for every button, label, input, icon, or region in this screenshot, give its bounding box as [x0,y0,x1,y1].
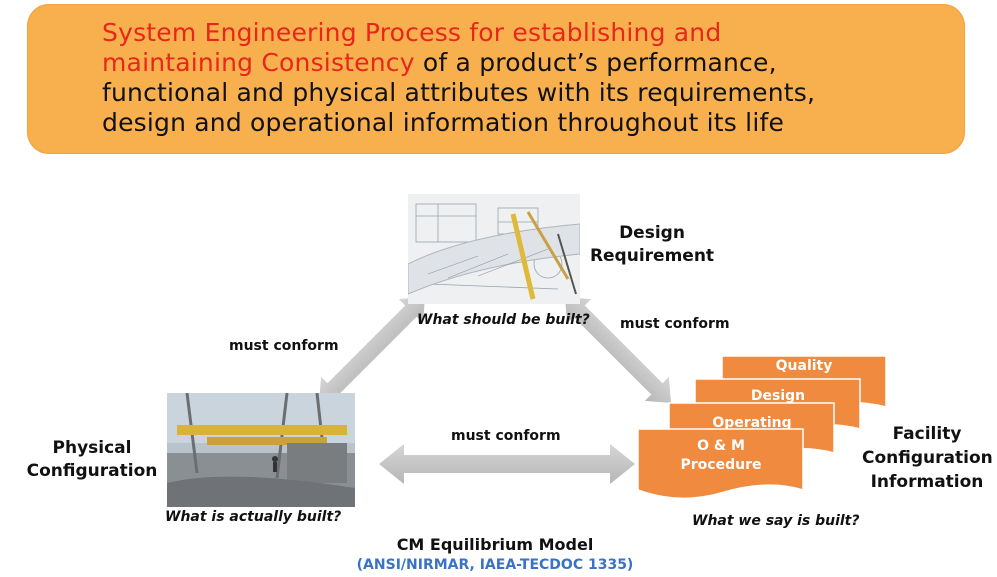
definition-line2-rest: of a product’s performance, [414,48,777,77]
right-arrow-label: must conform [620,316,730,332]
left-double-arrow [318,296,426,404]
left-arrow-label: must conform [229,338,339,354]
doc-operating-label: Operating [712,415,791,431]
bottom-arrow-label: must conform [451,428,561,444]
documents-stack: Quality Design Operating O & M Procedure [637,355,887,500]
definition-text: System Engineering Process for establish… [102,18,942,138]
bottom-double-arrow [379,444,635,484]
design-question: What should be built? [417,312,590,328]
blueprint-image [408,194,580,304]
facility-label-line2: Configuration [862,448,993,468]
doc-om-label: O & M [697,438,745,454]
facility-label-line1: Facility [892,424,962,444]
model-title: CM Equilibrium Model [396,535,594,554]
definition-line4: design and operational information throu… [102,108,785,137]
definition-line3: functional and physical attributes with … [102,78,816,107]
doc-quality-label: Quality [776,358,833,374]
physical-label-line2: Configuration [26,461,158,481]
design-requirement-label: Design Requirement [582,222,722,268]
model-citation: (ANSI/NIRMAR, IAEA-TECDOC 1335) [356,557,634,573]
facility-question: What we say is built? [692,513,860,529]
doc-procedure-label: Procedure [681,457,762,473]
doc-om-procedure: O & M Procedure [637,428,804,500]
construction-photo [167,393,355,507]
definition-line1: System Engineering Process for establish… [102,18,722,47]
physical-configuration-label: Physical Configuration [22,437,162,483]
physical-label-line1: Physical [52,438,132,458]
doc-design-label: Design [751,388,805,404]
design-label-line1: Design [619,223,685,243]
facility-label-line3: Information [870,472,984,492]
definition-line2-highlight: maintaining Consistency [102,48,415,77]
definition-banner: System Engineering Process for establish… [27,4,965,154]
right-double-arrow [564,296,672,404]
physical-question: What is actually built? [165,509,342,525]
design-label-line2: Requirement [589,246,715,266]
facility-configuration-label: Facility Configuration Information [862,422,993,494]
